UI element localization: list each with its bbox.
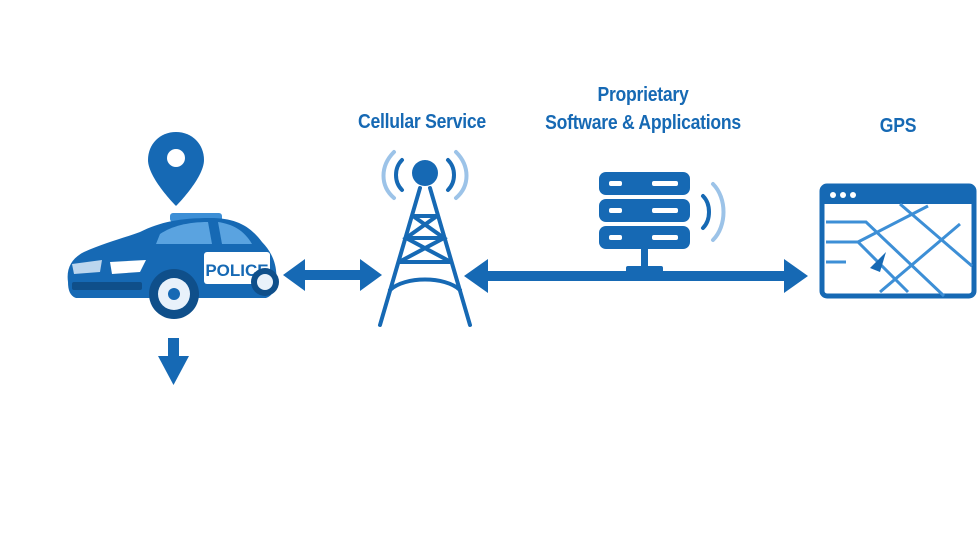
down-arrow-icon <box>158 338 189 385</box>
server-icon <box>599 172 690 249</box>
cellular-service-label: Cellular Service <box>358 111 486 133</box>
wireless-signal-icon <box>701 182 726 242</box>
software-applications-label: Software & Applications <box>545 112 741 134</box>
police-car-icon: POLICE <box>67 213 279 319</box>
gps-map-window-icon <box>819 183 977 299</box>
proprietary-label: Proprietary <box>597 84 689 106</box>
gps-label: GPS <box>879 115 917 137</box>
double-arrow-icon <box>283 259 382 291</box>
location-pin-icon <box>148 132 204 206</box>
cell-tower-icon <box>378 150 472 327</box>
long-double-arrow-icon <box>464 246 808 293</box>
